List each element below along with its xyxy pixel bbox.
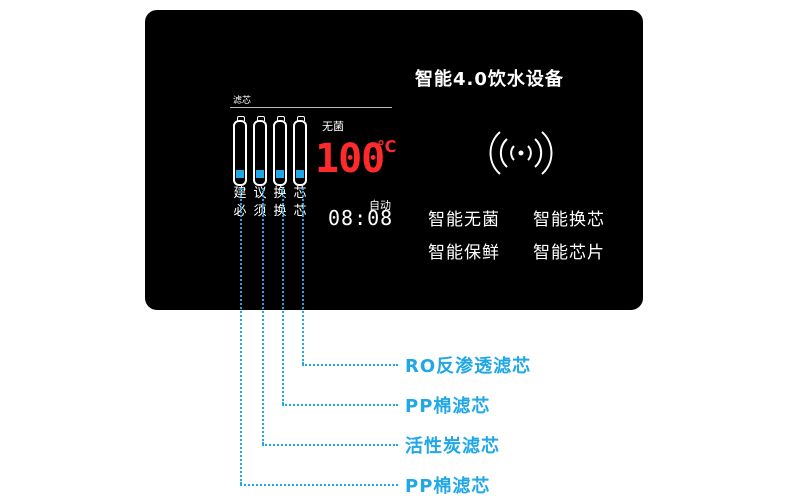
warning-col-2: 议 须 xyxy=(252,185,268,221)
callout-pp-filter-2: PP棉滤芯 xyxy=(405,476,491,497)
nfc-icon[interactable] xyxy=(483,128,559,178)
warning-char: 换 xyxy=(273,204,287,219)
filter-cartridge-1 xyxy=(233,116,247,186)
filter-level-4 xyxy=(296,170,304,178)
leader-h-3 xyxy=(262,444,398,446)
leader-h-1 xyxy=(302,364,398,366)
callout-ro-filter: RO反渗透滤芯 xyxy=(405,356,532,377)
sterile-label: 无菌 xyxy=(322,120,344,133)
warning-char: 换 xyxy=(273,186,287,201)
display-panel: 滤芯 建 必 议 须 换 换 芯 芯 无菌 100 ℃ 自动 08:08 智能4… xyxy=(145,10,643,310)
filter-level-1 xyxy=(236,170,244,178)
leader-line-3 xyxy=(282,188,284,404)
filter-label: 滤芯 xyxy=(233,96,252,106)
warning-char: 议 xyxy=(253,186,267,201)
feature-sterile: 智能无菌 xyxy=(428,210,500,230)
filter-cartridge-3 xyxy=(273,116,287,186)
filter-divider xyxy=(230,107,392,108)
warning-col-1: 建 必 xyxy=(232,185,248,221)
clock-readout: 08:08 xyxy=(328,206,394,230)
leader-h-2 xyxy=(282,404,398,406)
feature-fresh: 智能保鲜 xyxy=(428,243,500,263)
filter-cartridge-4 xyxy=(293,116,307,186)
warning-char: 须 xyxy=(253,204,267,219)
callout-carbon-filter: 活性炭滤芯 xyxy=(405,436,500,457)
warning-col-4: 芯 芯 xyxy=(292,185,308,221)
callout-pp-filter: PP棉滤芯 xyxy=(405,396,491,417)
warning-col-3: 换 换 xyxy=(272,185,288,221)
warning-char: 芯 xyxy=(293,204,307,219)
leader-h-4 xyxy=(240,484,398,486)
page-title: 智能4.0饮水设备 xyxy=(415,69,564,90)
temperature-readout: 100 xyxy=(315,136,385,182)
filter-level-3 xyxy=(276,170,284,178)
leader-line-4 xyxy=(302,188,304,364)
filter-cartridge-2 xyxy=(253,116,267,186)
leader-line-1 xyxy=(240,188,242,484)
filter-level-2 xyxy=(256,170,264,178)
warning-char: 必 xyxy=(233,204,247,219)
auto-label: 自动 xyxy=(369,199,391,212)
temperature-unit: ℃ xyxy=(377,137,397,156)
warning-char: 建 xyxy=(233,186,247,201)
feature-filter-change: 智能换芯 xyxy=(533,210,605,230)
warning-char: 芯 xyxy=(293,186,307,201)
leader-line-2 xyxy=(262,188,264,444)
feature-chip: 智能芯片 xyxy=(533,243,605,263)
